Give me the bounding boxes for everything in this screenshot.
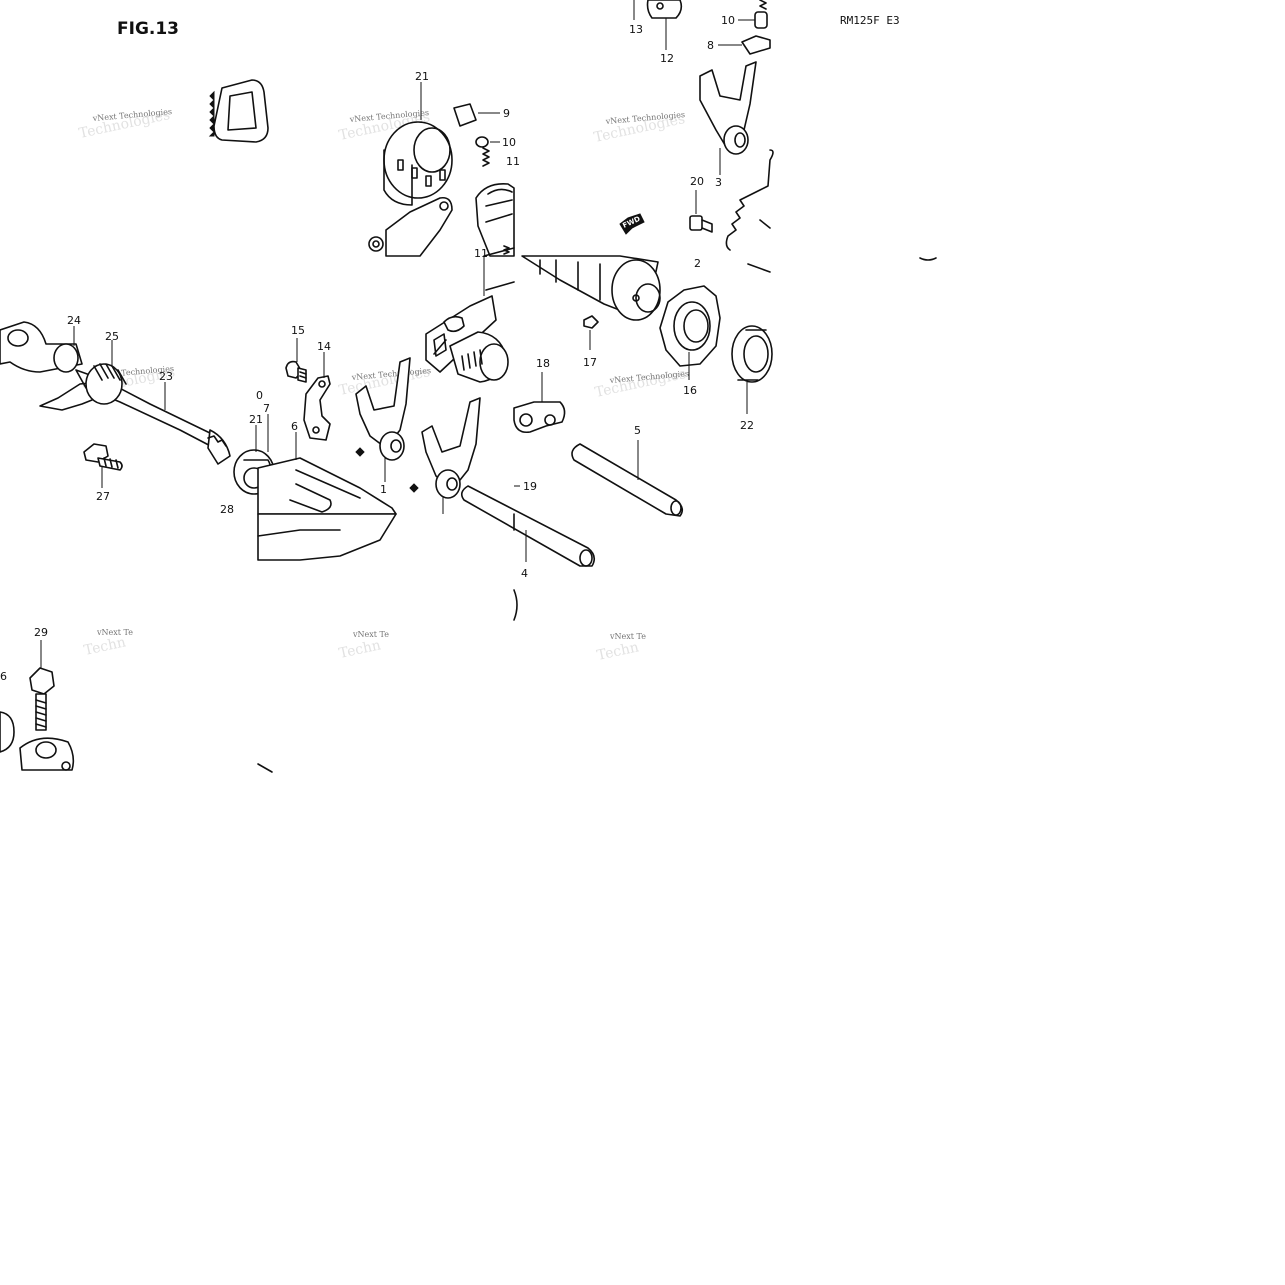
cam-stopper-part-16	[659, 285, 721, 367]
watermark-text: vNext Te	[96, 628, 133, 637]
callout-17: 17	[583, 356, 597, 369]
watermark-text: vNext Te	[609, 632, 646, 641]
callout-0: 0	[256, 389, 263, 402]
oil-seal-part-22	[731, 325, 773, 383]
callout-27: 27	[96, 490, 110, 503]
callout-2: 2	[694, 257, 701, 270]
callout-25: 25	[105, 330, 119, 343]
model-code: RM125F E3	[840, 14, 900, 27]
callout-8: 8	[707, 39, 714, 52]
bolt-part-27	[83, 443, 123, 471]
drum-bearing-part	[383, 121, 453, 206]
bolt-part-15	[285, 360, 307, 383]
gearshift-shaft-part	[0, 321, 231, 465]
shift-fork-part-3	[699, 61, 757, 155]
return-spring-part	[725, 149, 774, 273]
callout-29: 29	[34, 626, 48, 639]
shift-fork-part-1	[355, 357, 411, 461]
stopper-pin-parts	[453, 103, 500, 167]
callout-28: 28	[220, 503, 234, 516]
callout-3: 3	[715, 176, 722, 189]
callout-13: 13	[629, 23, 643, 36]
edge-fragment	[919, 257, 937, 261]
callout-23: 23	[159, 370, 173, 383]
callout-6: 6	[0, 670, 7, 683]
callout-11: 11	[506, 155, 520, 168]
callout-9: 9	[503, 107, 510, 120]
shaft-part-4	[460, 485, 596, 567]
callout-21: 21	[249, 413, 263, 426]
callout-14: 14	[317, 340, 331, 353]
callout-12: 12	[660, 52, 674, 65]
callout-11: 11	[474, 247, 488, 260]
fwd-arrow: FWD	[619, 213, 645, 235]
callout-10: 10	[721, 14, 735, 27]
shift-lever-part	[475, 182, 515, 257]
watermark-bg: Techn	[596, 639, 641, 663]
shaft-part-5	[571, 443, 684, 517]
callout-21: 21	[415, 70, 429, 83]
callout-6: 6	[291, 420, 298, 433]
shift-guide-plate-part	[368, 196, 453, 257]
callout-18: 18	[536, 357, 550, 370]
shift-cam-plate-part	[208, 79, 269, 143]
plate-part-18	[513, 401, 566, 434]
gearshift-cam-drum	[521, 255, 661, 321]
callout-4: 4	[521, 567, 528, 580]
watermark-bg: Techn	[338, 637, 383, 661]
bolt-part-20	[689, 215, 713, 233]
watermark-text: vNext Te	[352, 630, 389, 639]
callout-16: 16	[683, 384, 697, 397]
callout-7: 7	[263, 402, 270, 415]
callout-1: 1	[380, 483, 387, 496]
watermark-bg: Techn	[83, 634, 128, 658]
figure-title: FIG.13	[117, 19, 179, 39]
callout-15: 15	[291, 324, 305, 337]
cam-pin-part-17	[583, 315, 599, 329]
arc-fragment	[513, 589, 518, 621]
callout-10: 10	[502, 136, 516, 149]
plate-part-14	[303, 375, 331, 441]
lever-clamp-part	[0, 711, 75, 771]
callout-22: 22	[740, 419, 754, 432]
gear-shift-shaft-arm	[425, 247, 515, 383]
callout-24: 24	[67, 314, 81, 327]
stopper-arm-part	[646, 0, 683, 19]
edge-fragment	[257, 763, 273, 773]
callout-5: 5	[634, 424, 641, 437]
pin-parts-top	[718, 0, 771, 55]
callout-20: 20	[690, 175, 704, 188]
callout-19: 19	[523, 480, 537, 493]
shift-fork-part-2	[409, 397, 481, 499]
bolt-part-29	[29, 667, 55, 731]
shift-drum-part-6	[257, 457, 397, 561]
